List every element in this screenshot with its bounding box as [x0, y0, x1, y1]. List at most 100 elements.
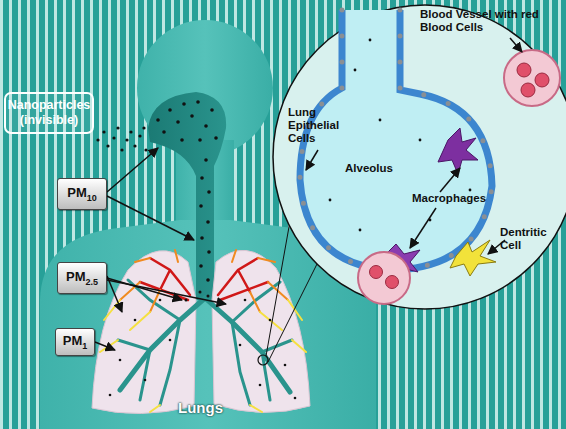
particles-part — [190, 114, 194, 118]
lungs-part-part — [134, 319, 137, 322]
magnified-inset-part-part — [329, 199, 332, 202]
lungs-part-part — [259, 384, 262, 387]
part-label: Macrophages — [412, 192, 502, 205]
magnified-inset-part — [438, 128, 478, 174]
part-label: Alveolus — [345, 162, 415, 175]
leader-arrows — [95, 148, 226, 350]
lungs-part-part — [185, 299, 188, 302]
lungs-part-part — [119, 359, 122, 362]
lungs-part-part — [100, 300, 160, 412]
lungs-part — [100, 250, 306, 412]
lungs-part-part — [207, 295, 210, 298]
leader-arrows-part — [107, 148, 158, 192]
part-label: Blood Vessel with red Blood Cells — [420, 8, 560, 34]
magnified-inset-part — [358, 252, 410, 304]
particles-part — [120, 148, 123, 151]
particles-part — [96, 138, 99, 141]
magnified-inset-part-part — [379, 119, 382, 122]
particles-part — [106, 144, 109, 147]
leader-arrows-part — [107, 280, 226, 304]
particles-part — [207, 190, 211, 194]
particles-part — [180, 138, 184, 142]
lungs-part-part — [140, 258, 190, 300]
particles-part — [200, 176, 204, 180]
particles-part — [206, 278, 210, 282]
particles-part — [199, 204, 203, 208]
particles-part — [196, 100, 200, 104]
particles-part — [198, 138, 202, 142]
inset-arrows-part — [306, 150, 318, 170]
magnified-inset-part — [273, 5, 566, 309]
magnified-inset-part-part — [354, 69, 357, 72]
lungs-part-part — [159, 299, 162, 302]
particles-part — [204, 158, 208, 162]
box-text: PM10 — [67, 185, 97, 203]
inset-arrows — [306, 38, 522, 254]
magnified-inset — [273, 5, 566, 309]
box-text: PM1 — [63, 333, 88, 351]
lungs-part-part — [120, 250, 178, 312]
particles-part — [156, 118, 160, 122]
magnified-inset-part — [300, 10, 492, 270]
particles-part — [162, 130, 166, 134]
magnified-inset-part — [504, 50, 560, 106]
lungs-part-part — [144, 379, 147, 382]
leader-arrows-part — [107, 278, 182, 300]
lungs-part-part — [218, 258, 268, 300]
particle-size-box: PM1 — [55, 328, 95, 356]
particles-part — [200, 236, 204, 240]
lungs-part-part — [109, 394, 112, 397]
particle-label-box: Nanoparticles (invisible) — [4, 92, 94, 134]
organ-label: Lungs — [178, 401, 238, 414]
magnified-inset-part-part — [369, 39, 372, 42]
magnified-inset-part — [450, 240, 496, 276]
particles-part — [204, 124, 208, 128]
magnified-inset-part-part — [419, 139, 422, 142]
particles-part — [142, 126, 145, 129]
magnified-inset-part — [517, 63, 531, 77]
particles-part — [207, 250, 211, 254]
box-text: Nanoparticles (invisible) — [6, 98, 92, 128]
lungs-part-part — [118, 280, 180, 405]
lungs-part-part — [169, 339, 172, 342]
magnified-inset-part — [535, 73, 549, 87]
lungs-part-part — [250, 300, 306, 412]
leader-arrows-part — [107, 196, 194, 240]
lungs-part-part — [269, 319, 272, 322]
leader-arrows-part — [95, 342, 115, 350]
lungs-part-part — [294, 397, 297, 400]
particles-part — [176, 120, 180, 124]
inset-arrows-part — [440, 168, 460, 192]
part-label: Lung Epithelial Cells — [288, 106, 356, 145]
particles-part — [133, 144, 136, 147]
particles-part — [206, 220, 210, 224]
particles-part — [112, 136, 115, 139]
zoom-leader-part — [266, 210, 292, 356]
lungs — [92, 250, 310, 414]
lungs-part-part — [239, 344, 242, 347]
particles-part — [102, 130, 105, 133]
zoom-leader-part — [268, 262, 318, 362]
lungs-part-part — [244, 299, 247, 302]
box-text: PM2.5 — [66, 269, 98, 287]
inset-arrows-part — [410, 208, 436, 248]
particles-part — [199, 264, 203, 268]
lungs-part — [212, 250, 310, 412]
magnified-inset-part-part — [359, 229, 362, 232]
particles-part — [125, 138, 128, 141]
particles-part — [182, 102, 186, 106]
particles — [96, 100, 217, 282]
particles-part — [168, 108, 172, 112]
particles-part — [129, 130, 132, 133]
lungs-part — [92, 251, 196, 414]
zoom-leader-part — [258, 355, 268, 365]
lungs-part-part — [232, 282, 292, 405]
particle-size-box: PM2.5 — [57, 262, 107, 294]
magnified-inset-part — [300, 10, 492, 270]
part-label: Dentritic Cell — [500, 226, 562, 252]
magnified-inset-part — [521, 83, 535, 97]
particles-part — [116, 126, 119, 129]
particle-size-box: PM10 — [57, 178, 107, 210]
